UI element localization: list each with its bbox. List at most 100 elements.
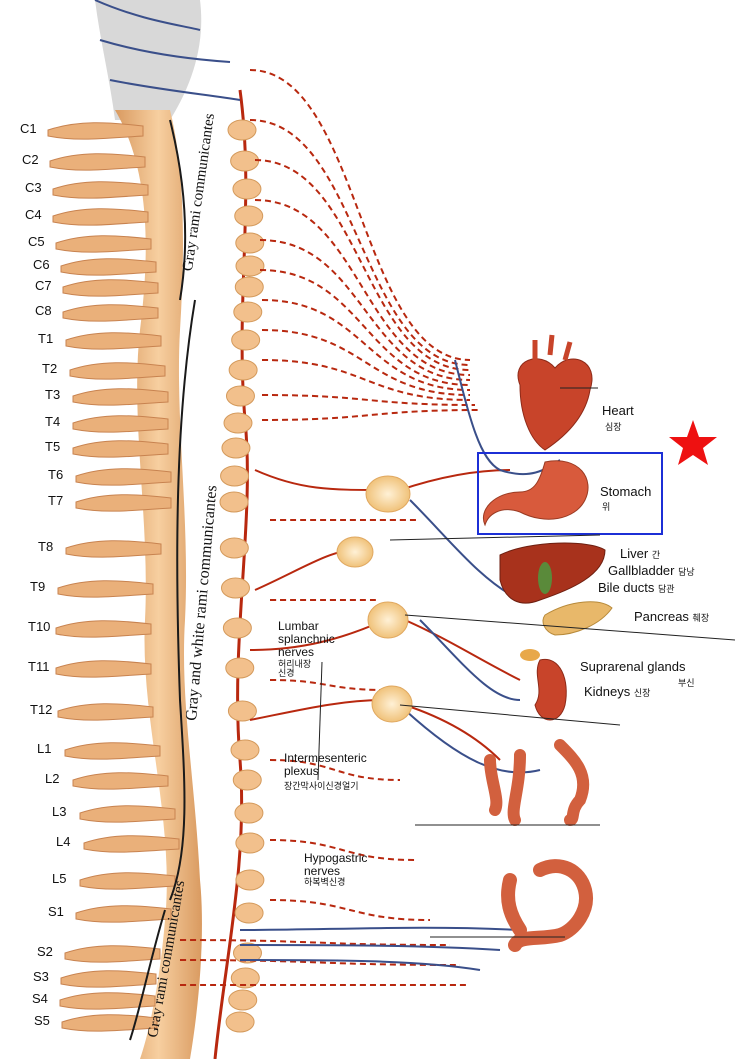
trunk-ganglion-t12 xyxy=(227,700,257,722)
dashed-line xyxy=(269,759,401,781)
dashed-line xyxy=(254,199,471,376)
prevertebral-ganglia xyxy=(336,475,413,723)
dashed-nerve-lines xyxy=(179,69,481,987)
segment-label-s5: S5 xyxy=(34,1013,50,1028)
dashed-line xyxy=(179,939,451,946)
segment-label-l2: L2 xyxy=(45,771,60,786)
heart-graphic xyxy=(517,334,593,451)
nerve-root-t7 xyxy=(75,494,172,512)
inferior-mesenteric-ganglion xyxy=(371,685,413,723)
segment-label-t2: T2 xyxy=(42,361,58,376)
spinal-cord xyxy=(115,110,202,1059)
nerve-root-s5 xyxy=(61,1014,158,1032)
heart-label-kr: 심장 xyxy=(605,422,622,432)
nerve-root-t2 xyxy=(69,362,166,380)
superior-mesenteric-ganglion xyxy=(367,601,409,639)
trunk-ganglion-c3 xyxy=(232,178,262,200)
nerve-root-l5 xyxy=(79,872,176,890)
segment-label-c4: C4 xyxy=(25,207,42,222)
nerve-root-t1 xyxy=(65,332,162,350)
trunk-ganglion-s4 xyxy=(228,989,258,1011)
stomach-label: Stomach xyxy=(600,484,652,499)
suprarenal-label-kr: 부신 xyxy=(678,678,695,688)
dashed-line xyxy=(261,394,476,406)
segment-label-c2: C2 xyxy=(22,152,39,167)
segment-label-s3: S3 xyxy=(33,969,49,984)
trunk-ganglion-l4 xyxy=(235,832,265,854)
intermesenteric-label: Intermesenteric plexus 장간막사이신경얼기 xyxy=(284,751,367,792)
dashed-line xyxy=(259,239,471,381)
dashed-line xyxy=(269,899,431,921)
trunk-ganglion-s1 xyxy=(234,902,264,924)
nerve-root-l2 xyxy=(72,772,169,790)
trunk-ganglion-t10 xyxy=(222,617,252,639)
kidneys-label: Kidneys 신장 xyxy=(584,684,651,699)
trunk-ganglion-t9 xyxy=(220,577,250,599)
intestine-small-graphic xyxy=(484,739,590,826)
segment-label-t8: T8 xyxy=(38,539,54,554)
trunk-ganglion-t6 xyxy=(220,465,250,487)
segment-label-c8: C8 xyxy=(35,303,52,318)
nerve-root-t11 xyxy=(55,660,152,678)
trunk-ganglion-c7 xyxy=(234,276,264,298)
gallbladder-label: Gallbladder 담낭 xyxy=(608,563,695,578)
bile-ducts-label-en: Bile ducts xyxy=(598,580,655,595)
trunk-ganglion-c6 xyxy=(235,255,265,277)
trunk-ganglion-s2 xyxy=(233,942,263,964)
nerve-root-c3 xyxy=(52,181,149,199)
lumbar-kr2: 신경 xyxy=(278,668,295,679)
gallbladder-label-en: Gallbladder xyxy=(608,563,675,578)
segment-label-c1: C1 xyxy=(20,121,37,136)
stomach-label-kr: 위 xyxy=(602,502,611,512)
trunk-ganglion-s3 xyxy=(230,967,260,989)
nerve-root-c5 xyxy=(55,235,152,253)
segment-label-l1: L1 xyxy=(37,741,52,756)
segment-label-t7: T7 xyxy=(48,493,64,508)
trunk-ganglion-t11 xyxy=(225,657,255,679)
trunk-ganglion-t4 xyxy=(223,412,253,434)
trunk-ganglion-t8 xyxy=(219,537,249,559)
dashed-line xyxy=(261,359,471,401)
nerve-root-t8 xyxy=(65,540,162,558)
lumbar-line3: nerves xyxy=(278,645,315,660)
bile-ducts-label-kr: 담관 xyxy=(658,584,675,594)
trunk-ganglion-c4 xyxy=(234,205,264,227)
segment-label-t3: T3 xyxy=(45,387,61,402)
nerve-root-t4 xyxy=(72,415,169,433)
kidneys-label-kr: 신장 xyxy=(633,688,651,698)
trunk-ganglion-l2 xyxy=(232,769,262,791)
segment-label-t4: T4 xyxy=(45,414,61,429)
stomach-graphic xyxy=(483,460,589,527)
nerve-root-l4 xyxy=(83,835,180,853)
nerve-root-s3 xyxy=(60,970,157,988)
segment-label-t6: T6 xyxy=(48,467,64,482)
nerve-root-l1 xyxy=(64,742,161,760)
nerve-root-t9 xyxy=(57,580,154,598)
suprarenal-label: Suprarenal glands xyxy=(580,659,686,674)
trunk-ganglion-s5 xyxy=(225,1011,255,1033)
segment-label-c5: C5 xyxy=(28,234,45,249)
dashed-line xyxy=(261,299,471,391)
trunk-ganglion-c5 xyxy=(235,232,265,254)
nerve-root-c1 xyxy=(47,122,144,140)
segment-label-c7: C7 xyxy=(35,278,52,293)
dashed-line xyxy=(261,409,481,421)
nerve-root-c4 xyxy=(52,208,149,226)
pancreas-label-kr: 췌장 xyxy=(692,613,710,623)
nerve-root-s1 xyxy=(75,905,172,923)
nerve-root-c7 xyxy=(62,279,159,297)
intermesenteric-kr: 장간막사이신경얼기 xyxy=(284,781,359,792)
trunk-ganglion-t2 xyxy=(228,359,258,381)
heart-label: Heart xyxy=(602,403,634,418)
nerve-root-t12 xyxy=(57,703,154,721)
nerve-root-c6 xyxy=(60,258,157,276)
trunk-ganglion-l5 xyxy=(235,869,265,891)
intestine-large-graphic xyxy=(501,859,593,952)
liver-label: Liver 간 xyxy=(620,546,661,561)
segment-label-c6: C6 xyxy=(33,257,50,272)
nerve-root-t3 xyxy=(72,388,169,406)
nerve-root-s2 xyxy=(64,945,161,963)
segment-label-t12: T12 xyxy=(30,702,53,717)
liver-label-kr: 간 xyxy=(651,550,661,560)
nerve-root-c8 xyxy=(62,304,159,322)
